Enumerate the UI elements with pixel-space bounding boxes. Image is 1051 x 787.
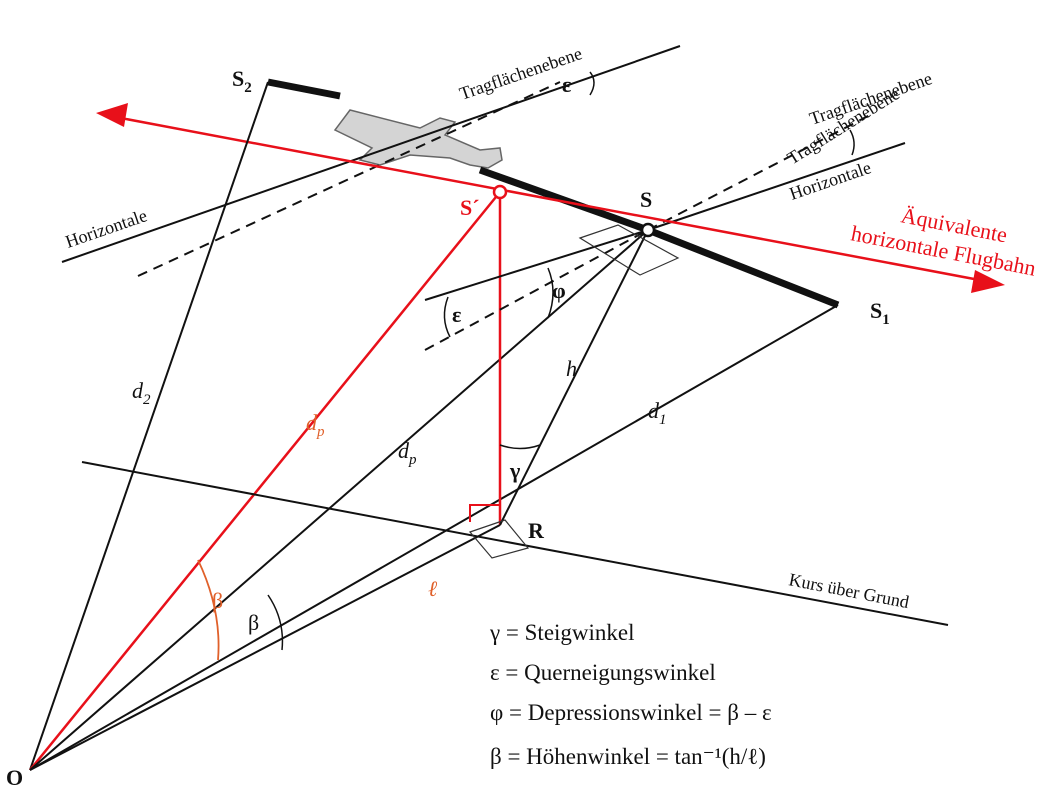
gamma-arc — [499, 444, 541, 450]
segment-dp-black — [29, 229, 649, 771]
beta-arc-black — [267, 594, 284, 651]
legend-beta: β = Höhenwinkel = tan⁻¹(h/ℓ) — [490, 744, 766, 769]
epsilon-ref-solid — [424, 229, 649, 301]
legend-epsilon: ε = Querneigungswinkel — [490, 660, 716, 685]
label-h: h — [566, 356, 577, 381]
arrow-right-icon — [971, 270, 1005, 293]
label-beta-black: β — [248, 610, 259, 635]
flight-track-thick-mid — [478, 166, 650, 234]
airplane-icon — [333, 109, 503, 169]
label-epsilon-top: ε — [562, 72, 571, 97]
wing-plane-dashed-left — [137, 81, 561, 277]
legend: γ = Steigwinkel ε = Querneigungswinkel φ… — [489, 620, 772, 769]
label-ell: ℓ — [428, 576, 438, 601]
equivalent-flight-path — [109, 114, 991, 284]
legend-phi: φ = Depressionswinkel = β – ε — [490, 700, 772, 725]
right-angle-marker-r — [468, 519, 530, 559]
segment-d1 — [29, 304, 839, 771]
segment-d2 — [29, 81, 269, 771]
segment-dp-red — [29, 191, 501, 771]
label-sprime: S´ — [460, 195, 480, 220]
legend-gamma: γ = Steigwinkel — [489, 620, 635, 645]
arrow-left-icon — [96, 103, 128, 127]
segment-ell — [29, 524, 501, 771]
label-wing-plane-right: Tragflächenebene — [784, 83, 903, 168]
flight-track-thick — [267, 78, 341, 100]
label-s2: S2 — [232, 66, 252, 96]
right-angle-marker-s — [578, 224, 680, 276]
label-d1: d1 — [648, 398, 667, 428]
label-s1: S1 — [870, 298, 890, 328]
wing-plane-dashed-right — [647, 114, 871, 231]
label-beta-red: β — [212, 588, 223, 613]
segment-h — [499, 229, 649, 526]
horizontal-line-right — [647, 142, 906, 231]
label-r: R — [528, 518, 545, 543]
label-o: O — [6, 765, 23, 787]
label-gamma: γ — [509, 458, 520, 483]
course-over-ground-line — [81, 461, 949, 626]
label-phi: φ — [552, 278, 566, 303]
point-sprime — [492, 184, 508, 200]
epsilon-ref-dashed — [424, 229, 649, 351]
epsilon-arc-top — [589, 71, 595, 96]
epsilon-arc — [443, 296, 451, 338]
point-s — [640, 222, 656, 238]
beta-arc-red — [197, 559, 220, 661]
horizontal-line-left — [61, 45, 681, 263]
flight-track-thick-right — [646, 226, 840, 309]
label-dp-black: dp — [398, 438, 417, 468]
phi-arc — [547, 267, 554, 319]
label-s: S — [640, 187, 652, 212]
label-epsilon-mid: ε — [452, 302, 461, 327]
epsilon-arc-right — [849, 129, 855, 156]
right-angle-red-r — [469, 504, 500, 522]
label-horizontal-left: Horizontale — [63, 205, 150, 252]
label-d2: d2 — [132, 378, 151, 408]
label-dp-red: dp — [306, 410, 325, 440]
